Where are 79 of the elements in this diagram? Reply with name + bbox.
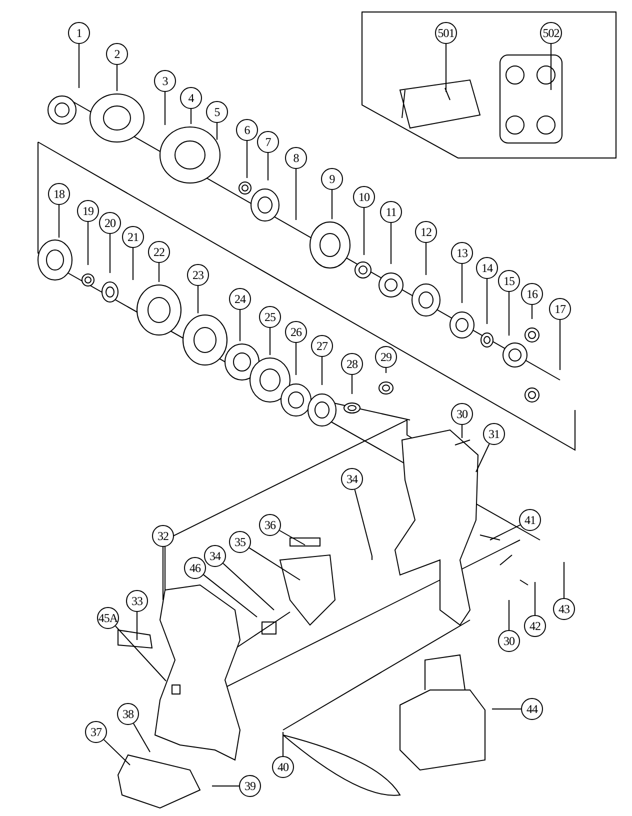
callout-number: 16 xyxy=(521,283,543,305)
callout-number: 17 xyxy=(549,298,571,320)
callout-number: 23 xyxy=(187,264,209,286)
leader-line xyxy=(490,524,521,540)
callout-number: 11 xyxy=(380,201,402,223)
leader-line xyxy=(116,64,118,92)
leader-line xyxy=(550,44,552,90)
callout-number: 15 xyxy=(498,270,520,292)
callout-number: 6 xyxy=(236,119,258,141)
callout-number: 4 xyxy=(180,87,202,109)
callout-number: 7 xyxy=(257,131,279,153)
callout-number: 14 xyxy=(476,257,498,279)
callout-number: 501 xyxy=(435,22,457,44)
leader-line xyxy=(132,248,134,280)
callout-number: 38 xyxy=(117,703,139,725)
callout-number: 32 xyxy=(152,525,174,547)
leader-line xyxy=(282,732,284,756)
callout-number: 33 xyxy=(126,590,148,612)
callout-number: 13 xyxy=(451,242,473,264)
leader-line xyxy=(476,443,490,472)
leader-line xyxy=(136,612,138,640)
callout-number: 27 xyxy=(311,335,333,357)
leader-line xyxy=(486,278,488,324)
leader-line xyxy=(354,489,372,556)
callout-number: 44 xyxy=(521,698,543,720)
leader-line xyxy=(103,739,130,766)
callout-number: 28 xyxy=(341,353,363,375)
leader-line xyxy=(162,546,164,600)
callout-number: 19 xyxy=(77,200,99,222)
callout-number: 43 xyxy=(553,598,575,620)
callout-number: 8 xyxy=(285,147,307,169)
leader-line xyxy=(158,262,160,282)
callout-number: 1 xyxy=(68,22,90,44)
callout-number: 35 xyxy=(229,531,251,553)
callout-number: 39 xyxy=(239,775,261,797)
callout-number: 46 xyxy=(184,557,206,579)
callout-number: 30 xyxy=(451,403,473,425)
callout-number: 42 xyxy=(524,615,546,637)
callout-number: 25 xyxy=(259,306,281,328)
leader-line xyxy=(508,292,510,336)
callout-number: 34 xyxy=(204,545,226,567)
callout-number: 31 xyxy=(483,423,505,445)
callout-number: 36 xyxy=(259,514,281,536)
callout-number: 41 xyxy=(519,509,541,531)
leader-line xyxy=(133,723,150,752)
callout-number: 21 xyxy=(122,226,144,248)
callout-number: 2 xyxy=(106,43,128,65)
leader-line xyxy=(534,582,536,616)
callout-number: 37 xyxy=(85,721,107,743)
callout-number: 45A xyxy=(97,607,119,629)
callout-number: 34 xyxy=(341,468,363,490)
leader-line xyxy=(248,547,300,580)
callout-number: 5 xyxy=(206,101,228,123)
callout-number: 18 xyxy=(48,183,70,205)
leader-line xyxy=(216,122,218,140)
leader-line xyxy=(222,562,274,610)
callout-number: 30 xyxy=(498,630,520,652)
callout-number: 22 xyxy=(148,241,170,263)
leader-line xyxy=(508,600,510,630)
leader-line xyxy=(203,574,258,618)
callout-number: 502 xyxy=(540,22,562,44)
leader-line xyxy=(279,530,306,546)
leader-line xyxy=(164,92,166,126)
leader-line xyxy=(190,108,192,124)
leader-line xyxy=(492,708,522,710)
callout-number: 20 xyxy=(99,212,121,234)
callout-number: 26 xyxy=(285,321,307,343)
leader-line xyxy=(58,204,60,238)
leader-line xyxy=(246,140,248,178)
leader-line xyxy=(390,222,392,264)
callout-number: 3 xyxy=(154,70,176,92)
callout-number: 9 xyxy=(321,168,343,190)
callout-number: 40 xyxy=(272,756,294,778)
callout-number: 12 xyxy=(415,221,437,243)
callout-number: 24 xyxy=(229,288,251,310)
callout-number: 10 xyxy=(353,186,375,208)
leader-line xyxy=(78,44,80,88)
callout-number: 29 xyxy=(375,346,397,368)
leader-line xyxy=(115,626,166,682)
